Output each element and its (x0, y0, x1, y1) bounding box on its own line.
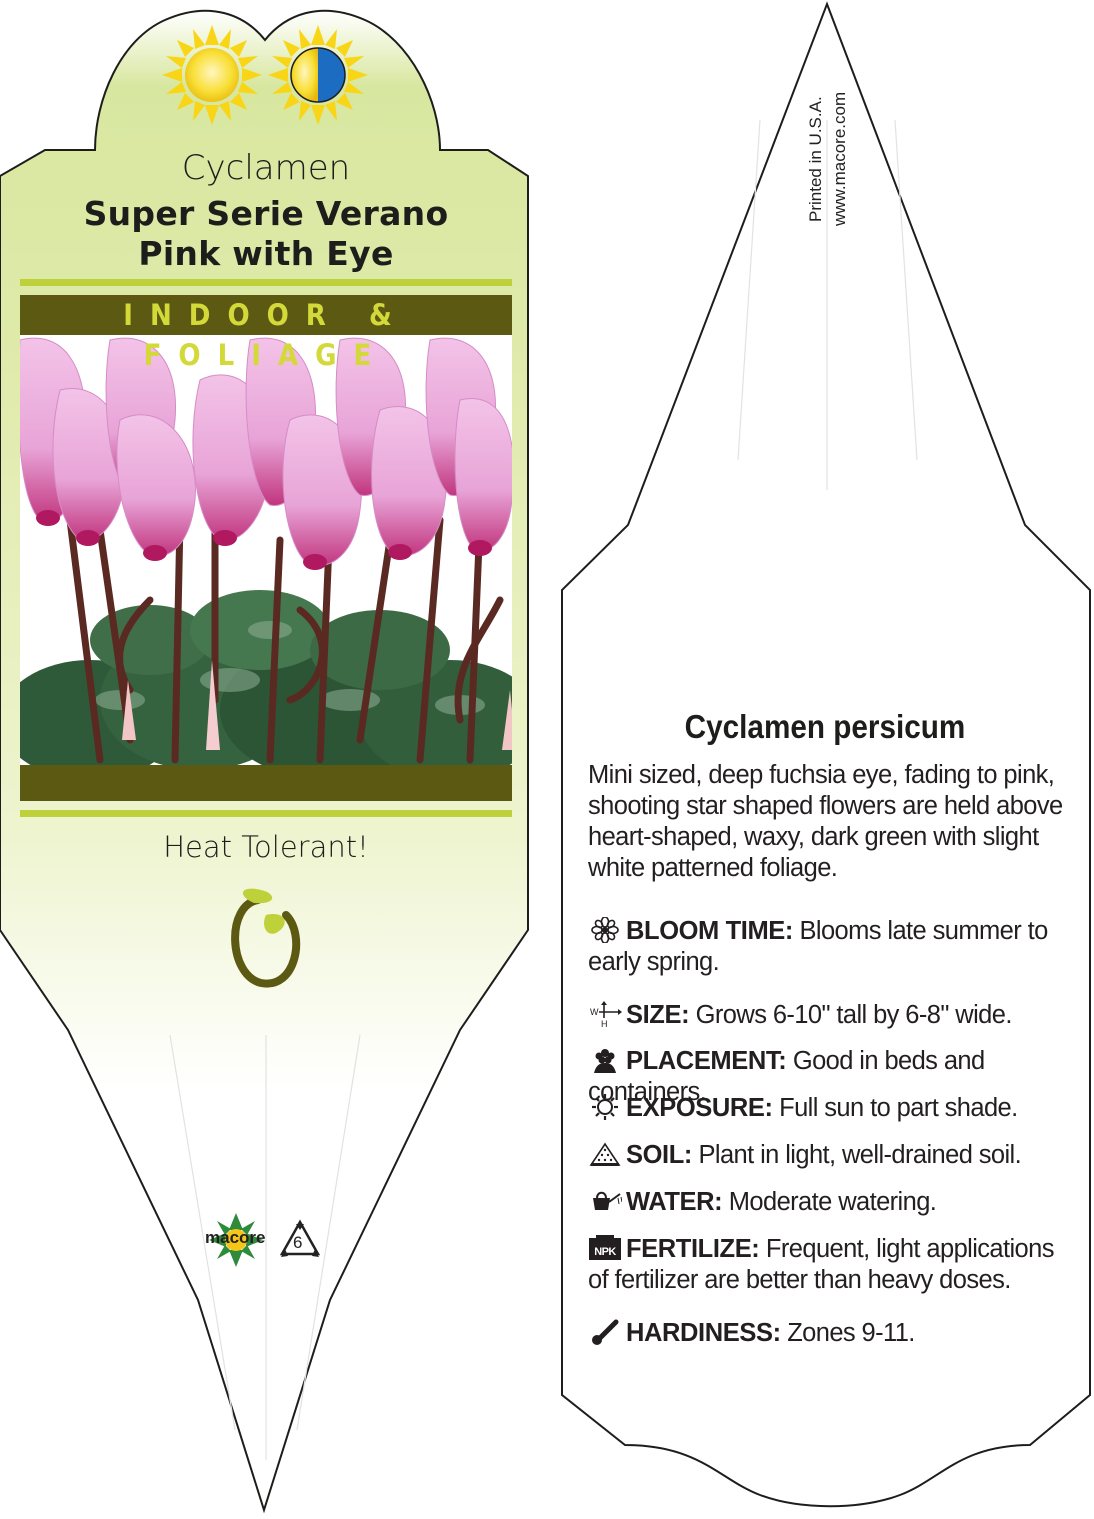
tagline: Heat Tolerant! (163, 830, 369, 864)
detail-text: Zones 9-11. (787, 1319, 915, 1347)
detail-exposure: EXPOSURE: Full sun to part shade. (588, 1093, 1058, 1124)
variety-line-1: Super Serie Verano (83, 194, 449, 233)
detail-fertilize: NPK FERTILIZE: Frequent, light applicati… (588, 1234, 1058, 1296)
detail-label: BLOOM TIME: (626, 917, 793, 945)
size-icon-h: H (601, 1019, 607, 1027)
category-band (20, 295, 512, 335)
npk-icon-text: NPK (594, 1246, 616, 1258)
website-label: www.macore.com (830, 91, 849, 226)
accent-line-bottom (20, 810, 512, 817)
detail-label: EXPOSURE: (626, 1094, 773, 1122)
soil-icon (589, 1142, 621, 1166)
detail-label: WATER: (626, 1188, 723, 1216)
accent-line-top (20, 279, 512, 286)
plant-description: Mini sized, deep fuchsia eye, fading to … (588, 761, 1063, 882)
back-tag (561, 1, 1091, 1508)
detail-size: W H SIZE: Grows 6-10" tall by 6-8" wide. (588, 1000, 1058, 1031)
macore-logo-icon (209, 1213, 263, 1267)
detail-soil: SOIL: Plant in light, well-drained soil. (588, 1140, 1058, 1171)
front-tag (0, 9, 529, 1514)
category-label: INDOOR & FOLIAGE (123, 298, 409, 372)
botanical-name: Cyclamen persicum (684, 708, 966, 745)
detail-hardiness: HARDINESS: Zones 9-11. (588, 1318, 1058, 1349)
detail-label: FERTILIZE: (626, 1235, 760, 1263)
flower-icon (591, 917, 619, 943)
detail-text: Frequent, light applications of fertiliz… (588, 1235, 1054, 1294)
size-icon-w: W (590, 1007, 599, 1017)
size-icon: W H (590, 1001, 622, 1027)
placement-icon (594, 1049, 616, 1073)
recycle-icon (279, 1219, 321, 1257)
bottom-band (20, 765, 512, 801)
detail-bloom-time: BLOOM TIME: Blooms late summer to early … (588, 916, 1058, 978)
detail-label: SIZE: (626, 1001, 690, 1029)
detail-text: Blooms late summer to early spring. (588, 917, 1048, 976)
full-sun-icon (162, 25, 262, 125)
plant-photo (20, 335, 512, 765)
detail-label: SOIL: (626, 1141, 692, 1169)
part-shade-icon (268, 25, 368, 125)
npk-icon: NPK (589, 1235, 621, 1260)
recycle-code: 6 (293, 1233, 303, 1252)
sprout-logo-icon (231, 888, 301, 988)
detail-label: PLACEMENT: (626, 1047, 787, 1075)
detail-text: Full sun to part shade. (779, 1094, 1018, 1122)
variety-name: Super Serie Verano Pink with Eye (20, 194, 512, 274)
detail-text: Plant in light, well-drained soil. (698, 1141, 1022, 1169)
detail-water: WATER: Moderate watering. (588, 1187, 1058, 1218)
sun-outline-icon (592, 1094, 618, 1120)
thermometer-icon (592, 1319, 619, 1345)
watering-can-icon (593, 1191, 622, 1210)
brand-name: macore (205, 1228, 266, 1247)
detail-label: HARDINESS: (626, 1319, 781, 1347)
printed-in-label: Printed in U.S.A. (806, 96, 825, 222)
variety-line-2: Pink with Eye (138, 234, 394, 273)
detail-text: Moderate watering. (728, 1188, 937, 1216)
detail-text: Grows 6-10" tall by 6-8" wide. (695, 1001, 1013, 1029)
back-tag-outline (561, 1, 1091, 1508)
genus-name: Cyclamen (181, 148, 351, 188)
